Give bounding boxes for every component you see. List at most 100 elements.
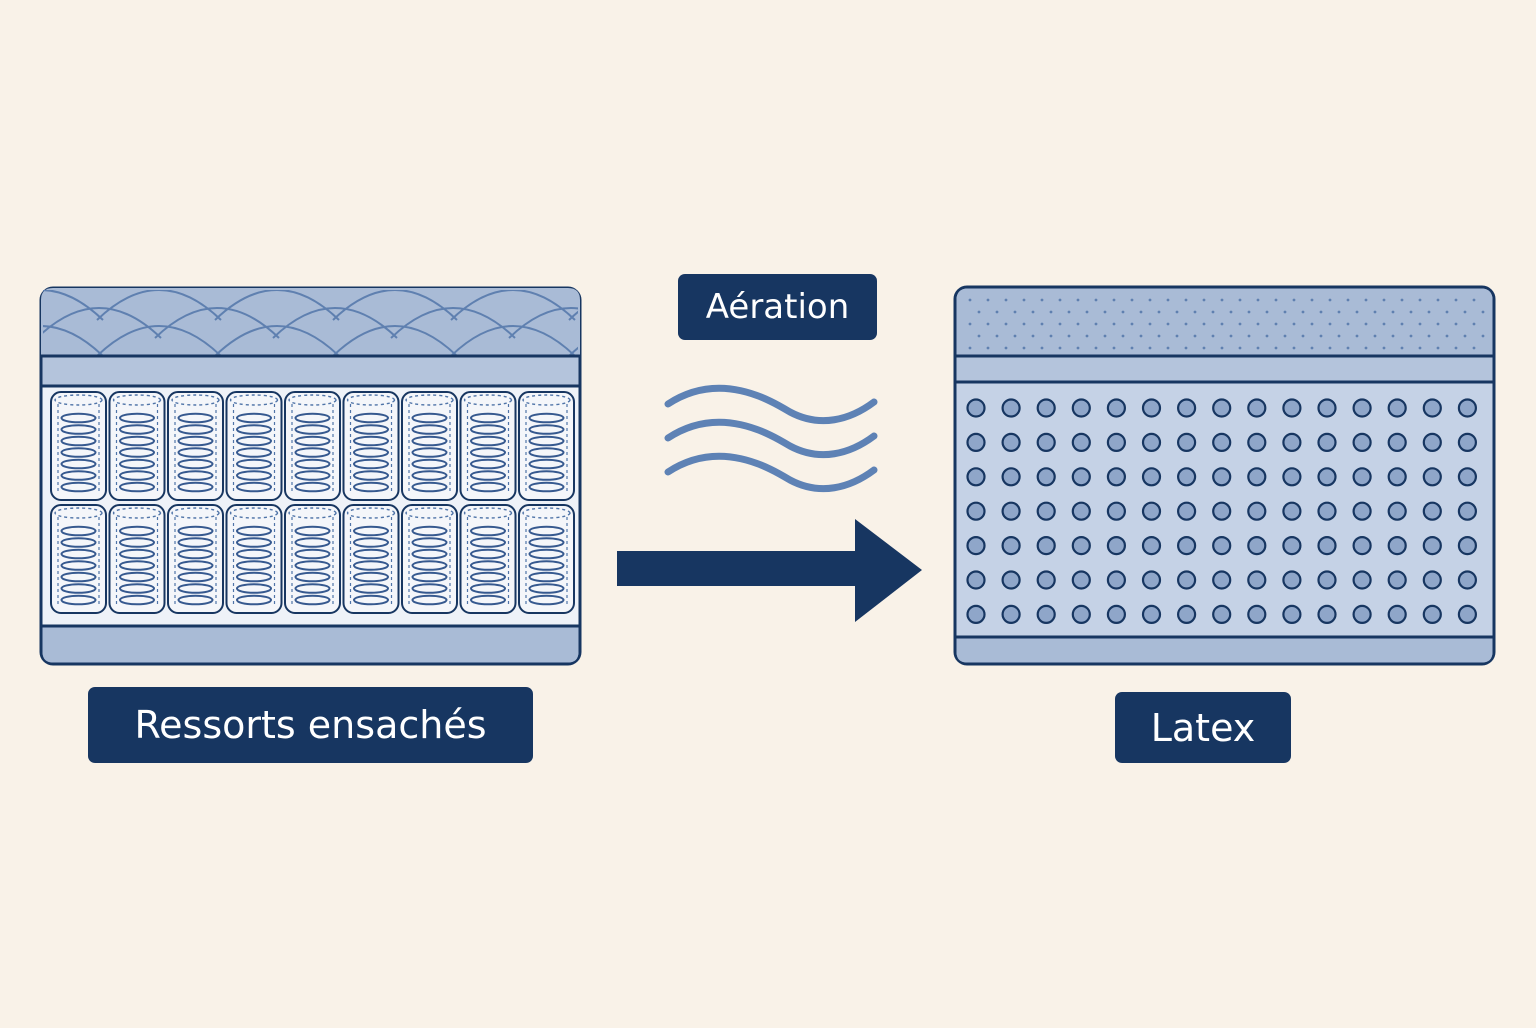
latex-hole [1001, 467, 1021, 487]
latex-texture-dot [1148, 346, 1152, 350]
latex-texture-dot [977, 310, 981, 314]
spring-coil [236, 525, 272, 537]
spring-coil [294, 560, 331, 571]
spring-coil [60, 594, 97, 606]
latex-texture-dot [1373, 310, 1377, 314]
spring-coil [411, 548, 448, 560]
latex-texture-dot [1229, 310, 1233, 314]
spring-coil [411, 458, 448, 470]
spring-coil [177, 525, 214, 537]
spring-coil [411, 447, 448, 458]
latex-texture-dot [1085, 310, 1089, 314]
latex-hole [1247, 432, 1267, 452]
latex-hole [1282, 432, 1302, 452]
latex-hole [1001, 501, 1021, 521]
spring-coil [177, 435, 214, 447]
spring-coil [294, 594, 331, 606]
spring-coil [411, 594, 448, 606]
latex-hole [1141, 570, 1162, 590]
latex-hole [1352, 501, 1372, 521]
latex-hole [1036, 570, 1056, 590]
latex-hole [1212, 467, 1232, 487]
latex-texture-dot [1022, 346, 1026, 350]
latex-bottom-layer [956, 638, 1493, 663]
latex-texture-dot [1364, 322, 1368, 326]
latex-hole [1176, 398, 1197, 418]
latex-texture-dot [986, 322, 990, 326]
latex-texture-dot [1472, 322, 1476, 326]
latex-texture-dot [1076, 298, 1080, 302]
latex-hole [1106, 398, 1127, 418]
spring-coil [294, 525, 331, 537]
latex-texture-dot [1418, 322, 1422, 326]
latex-texture-dot [1004, 346, 1008, 350]
spring-coil [119, 548, 155, 560]
latex-texture-dot [1139, 310, 1143, 314]
latex-texture-dot [968, 346, 972, 350]
spring-coil [177, 458, 214, 470]
latex-texture-dot [1004, 298, 1008, 302]
spring-coil [60, 447, 97, 458]
spring-pocket [401, 391, 458, 501]
spring-coil [177, 447, 214, 458]
latex-hole [1282, 604, 1302, 625]
spring-coil [470, 424, 506, 435]
spring-pocket-seam [463, 507, 513, 519]
latex-texture-dot [1265, 334, 1269, 338]
latex-texture-dot [1202, 346, 1206, 350]
spring-coil [470, 560, 506, 571]
latex-hole [1001, 535, 1021, 556]
spring-pocket-seam [171, 394, 220, 406]
latex-hole [1387, 467, 1407, 487]
latex-hole [1001, 570, 1021, 590]
latex-texture-dot [1031, 310, 1035, 314]
latex-texture-dot [1031, 334, 1035, 338]
latex-hole [966, 604, 986, 625]
latex-hole [1247, 570, 1267, 590]
quilt-scallop [332, 290, 458, 321]
spring-pocket [50, 391, 107, 501]
quilt-scallop [214, 290, 340, 321]
spring-coil [236, 481, 272, 493]
spring-coil [411, 560, 448, 571]
latex-hole [1352, 432, 1372, 452]
latex-texture-dot [1346, 322, 1350, 326]
quilt-scallop [43, 325, 104, 355]
quilt-scallop [450, 290, 576, 321]
latex-texture-dot [1202, 298, 1206, 302]
spring-coil [119, 571, 155, 583]
quilt-scallop [332, 325, 458, 355]
latex-hole [966, 501, 986, 521]
latex-texture-dot [1049, 334, 1053, 338]
latex-hole [1317, 467, 1337, 487]
spring-coil [60, 560, 97, 571]
spring-pocket [459, 391, 517, 501]
spring-coil [294, 424, 331, 435]
latex-texture-dot [1310, 298, 1314, 302]
latex-hole [1106, 467, 1127, 487]
spring-pocket-seam [346, 394, 396, 406]
latex-texture-dot [1445, 310, 1449, 314]
latex-texture-dot [1409, 310, 1413, 314]
latex-texture-dot [1454, 322, 1458, 326]
latex-hole [1422, 570, 1442, 590]
latex-top-band [956, 357, 1493, 382]
latex-texture-dot [1130, 298, 1134, 302]
latex-hole [1106, 535, 1127, 556]
spring-coil [177, 470, 214, 481]
airflow-wave-2 [664, 418, 878, 459]
latex-hole [1036, 501, 1056, 521]
latex-hole [1317, 535, 1337, 556]
spring-pocket [50, 504, 107, 614]
latex-hole [1282, 535, 1302, 556]
latex-hole [1071, 467, 1091, 487]
quilt-scallop [154, 307, 280, 339]
latex-texture-dot [1400, 298, 1404, 302]
latex-texture-dot [1463, 334, 1467, 338]
latex-texture-dot [1355, 310, 1359, 314]
latex-texture-dot [1400, 322, 1404, 326]
latex-hole [1071, 398, 1091, 418]
latex-hole [1317, 501, 1337, 521]
latex-hole [1282, 570, 1302, 590]
latex-texture-dot [1220, 346, 1224, 350]
